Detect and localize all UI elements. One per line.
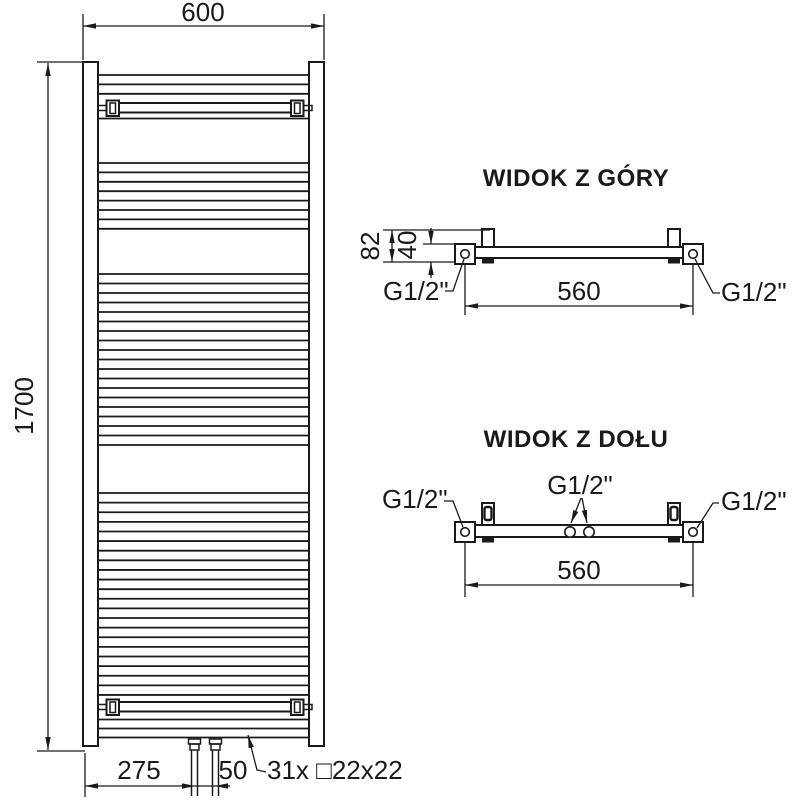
tube-note-label: 31x □22x22 <box>267 755 403 785</box>
hanger-cap-right-inner <box>293 701 301 714</box>
dimension-value-40: 40 <box>392 231 422 260</box>
dimension-560-bottom: 560 <box>464 543 694 597</box>
hanger-cap-left-inner <box>109 701 117 714</box>
connection-label-left: G1/2" <box>382 484 448 514</box>
leader-arrow-b <box>581 497 588 524</box>
connection-hole-left <box>459 248 471 260</box>
wall-bracket-left <box>481 228 495 248</box>
connection-labels: G1/2" G1/2" <box>382 484 787 529</box>
rung-lines <box>98 74 309 739</box>
dimension-value-600: 600 <box>181 0 224 27</box>
connection-hole-right <box>687 526 699 538</box>
top-hanger-bar <box>97 99 313 117</box>
front-view: 600 1700 275 50 31x □22x22 <box>9 0 403 797</box>
bottom-view-title: WIDOK Z DOŁU <box>484 426 669 453</box>
connection-hole-right <box>687 248 699 260</box>
dimension-value-82: 82 <box>355 232 385 261</box>
right-collector-tube <box>308 61 325 747</box>
dimension-275-50: 275 50 <box>84 753 248 797</box>
bracket-slot-right <box>669 505 679 522</box>
left-collector-tube <box>82 61 99 747</box>
dimension-1700: 1700 <box>9 61 85 752</box>
bracket-foot-left <box>482 537 494 543</box>
bracket-foot-right <box>668 537 680 543</box>
radiator-tube-profile <box>474 524 684 538</box>
connection-label-center: G1/2" <box>547 470 613 500</box>
center-connection-hole-b <box>582 525 595 538</box>
connection-labels: G1/2" G1/2" <box>383 258 787 307</box>
radiator-tube-profile <box>474 246 684 259</box>
leader-line-right <box>696 502 719 529</box>
hanger-bar <box>117 701 293 713</box>
valve-connections <box>187 738 223 796</box>
bracket-slot-left <box>483 505 493 522</box>
bottom-hanger-bar <box>97 698 313 716</box>
dimension-value-1700: 1700 <box>9 377 39 435</box>
valve-body-left <box>189 743 200 751</box>
wall-bracket-right <box>667 228 681 248</box>
dimension-82: 82 <box>355 229 490 263</box>
connection-label-right: G1/2" <box>721 277 787 307</box>
top-view-title: WIDOK Z GÓRY <box>483 164 669 192</box>
hanger-cap-right-inner <box>293 102 301 115</box>
connection-label-right: G1/2" <box>721 486 787 516</box>
leader-line-right <box>694 258 720 294</box>
dimension-value-275: 275 <box>117 755 160 785</box>
hanger-cap-left-inner <box>109 102 117 115</box>
dimension-value-560: 560 <box>557 276 600 306</box>
connection-label-left: G1/2" <box>383 276 449 306</box>
valve-body-right <box>210 743 221 751</box>
dimension-value-50: 50 <box>219 755 248 785</box>
bracket-foot-right <box>668 258 680 264</box>
dimension-560-top: 560 <box>464 265 694 315</box>
hanger-bar <box>117 102 293 114</box>
center-connection-label-group: G1/2" <box>547 470 613 524</box>
bracket-foot-left <box>482 258 494 264</box>
dimension-value-560: 560 <box>557 555 600 585</box>
dimension-40: 40 <box>392 228 457 278</box>
leader-line-left <box>445 258 465 292</box>
tube-note: 31x □22x22 <box>247 734 403 785</box>
leader-arrow-a <box>570 497 582 524</box>
bottom-view: WIDOK Z DOŁU G1/2" G1/2" G1/2" <box>382 426 787 597</box>
leader-line-left <box>444 500 464 528</box>
center-connection-hole-a <box>563 525 576 538</box>
top-view: WIDOK Z GÓRY 82 40 G1/2" <box>355 164 787 315</box>
dimension-600: 600 <box>82 0 325 60</box>
connection-hole-left <box>459 526 471 538</box>
leader-line <box>247 734 267 773</box>
